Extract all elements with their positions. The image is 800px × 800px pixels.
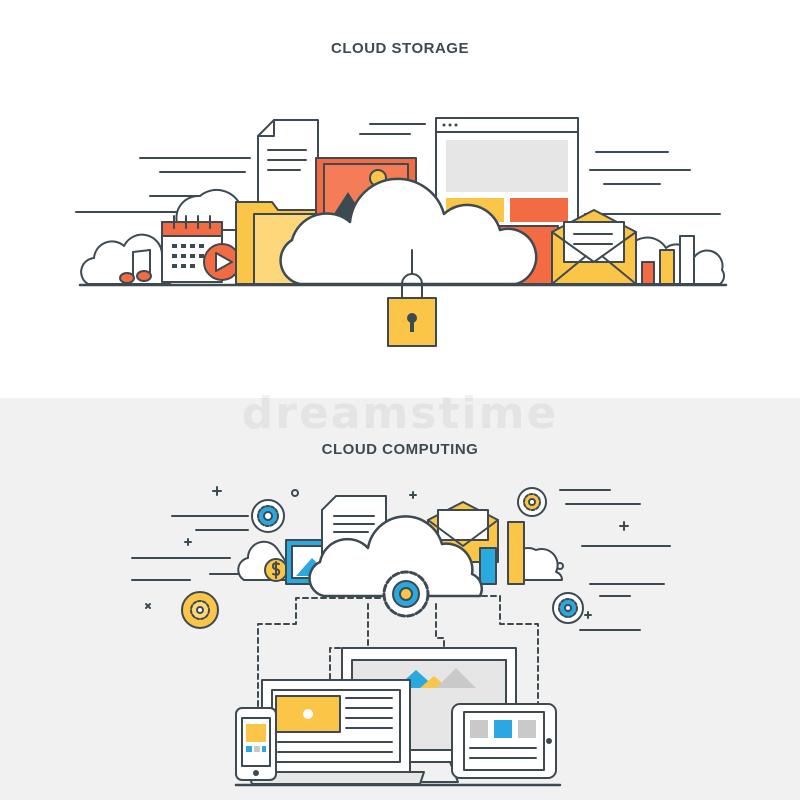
cloud-computing-illustration [131, 486, 671, 787]
sparkle-decorations [145, 486, 629, 619]
motion-lines-right [359, 123, 721, 215]
music-note-icon [119, 249, 152, 284]
laptop-icon [247, 679, 425, 785]
cloud-computing-heading: CLOUD COMPUTING [321, 441, 479, 458]
coin-icon [264, 558, 288, 582]
video-play-icon [203, 243, 241, 281]
smartphone-icon [235, 707, 277, 781]
dot-decoration [291, 489, 299, 497]
central-gear-icon [382, 570, 430, 618]
watermark: dreamstime [241, 388, 559, 439]
cloud-storage-heading: CLOUD STORAGE [331, 40, 469, 57]
main-cloud-icon [279, 177, 538, 286]
tablet-icon [451, 703, 557, 779]
gear-badge-icon [251, 499, 285, 533]
gear-badge-icon [181, 591, 219, 629]
document-icon [257, 119, 319, 211]
gear-badge-icon [517, 487, 547, 517]
main-cloud-icon [308, 515, 483, 598]
envelope-icon [551, 209, 637, 285]
cloud-storage-illustration [75, 117, 728, 347]
calendar-grid [172, 244, 204, 268]
bar-chart-icon [479, 521, 525, 585]
gear-badge-icon [552, 592, 584, 624]
padlock-icon [387, 249, 437, 347]
